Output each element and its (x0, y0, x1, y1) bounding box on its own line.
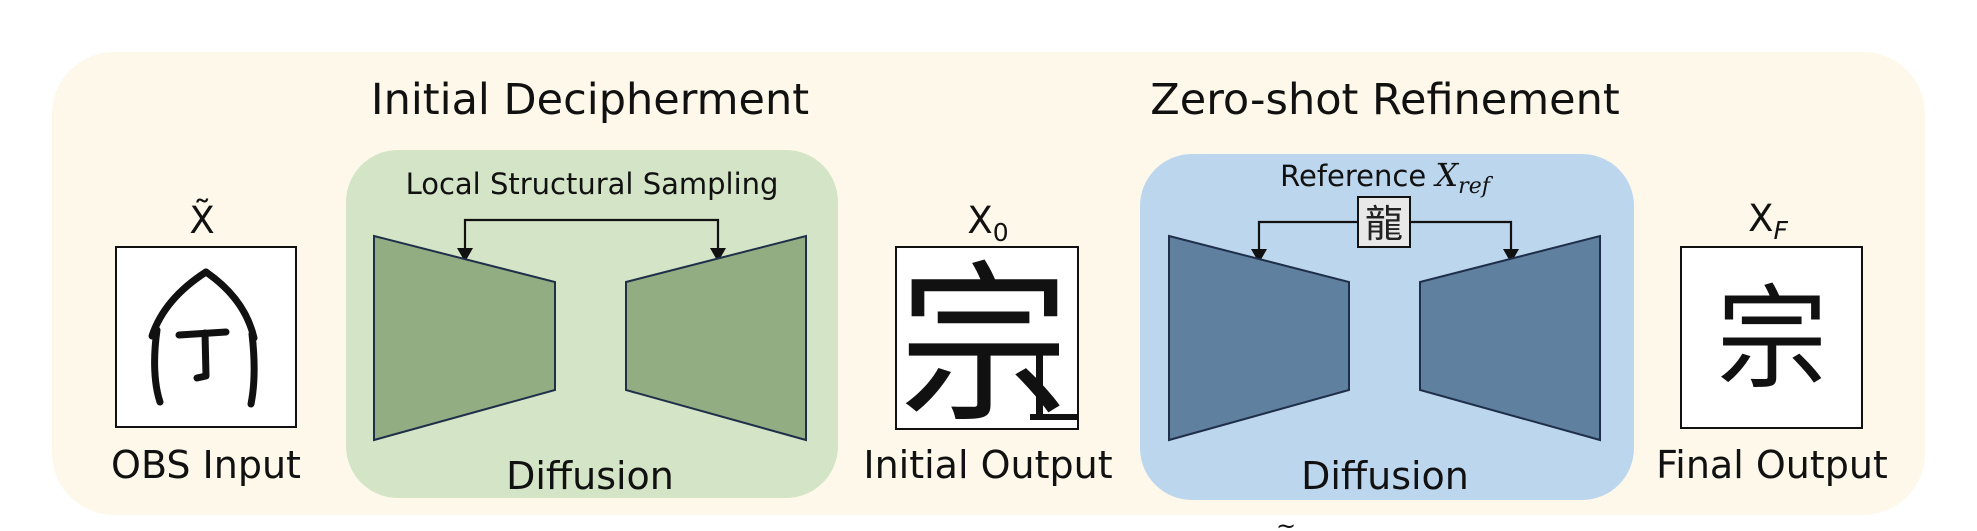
initial-output-label: Initial Output (863, 443, 1112, 487)
stray-tilde-mark: ~ (1276, 512, 1296, 531)
arrow-down-icon (1251, 249, 1267, 263)
final-output-variable: XF (1748, 197, 1788, 245)
oracle-bone-glyph-icon (148, 268, 258, 408)
initial-output-artifact (1030, 414, 1078, 420)
reference-glyph: 龍 (1365, 202, 1403, 246)
initial-output-box (895, 246, 1079, 430)
obs-input-label: OBS Input (111, 443, 301, 487)
encoder-trapezoid-initial (373, 234, 556, 442)
arrow-down-icon (1503, 249, 1519, 263)
reference-glyph-box (1357, 196, 1411, 248)
section-title-initial-decipherment: Initial Decipherment (371, 75, 809, 125)
section-title-zero-shot-refinement: Zero-shot Refinement (1150, 75, 1619, 125)
obs-input-variable: X̃ (189, 198, 214, 242)
arrow-down-icon (457, 248, 473, 262)
final-output-glyph: 宗 (1716, 275, 1828, 405)
diffusion-label-refinement: Diffusion (1301, 454, 1469, 498)
skip-connection-arrow-initial (463, 218, 720, 257)
final-output-box (1680, 246, 1863, 429)
arrow-down-icon (710, 248, 726, 262)
final-output-label: Final Output (1656, 443, 1888, 487)
encoder-trapezoid-refinement (1168, 234, 1350, 442)
decoder-trapezoid-refinement (1419, 234, 1601, 442)
diffusion-label-initial: Diffusion (506, 454, 674, 498)
initial-output-artifact (1036, 344, 1043, 420)
initial-output-variable: X0 (967, 199, 1008, 247)
decoder-trapezoid-initial (625, 234, 807, 442)
local-structural-sampling-caption: Local Structural Sampling (406, 167, 779, 201)
reference-caption: Reference Xref (1280, 156, 1494, 199)
